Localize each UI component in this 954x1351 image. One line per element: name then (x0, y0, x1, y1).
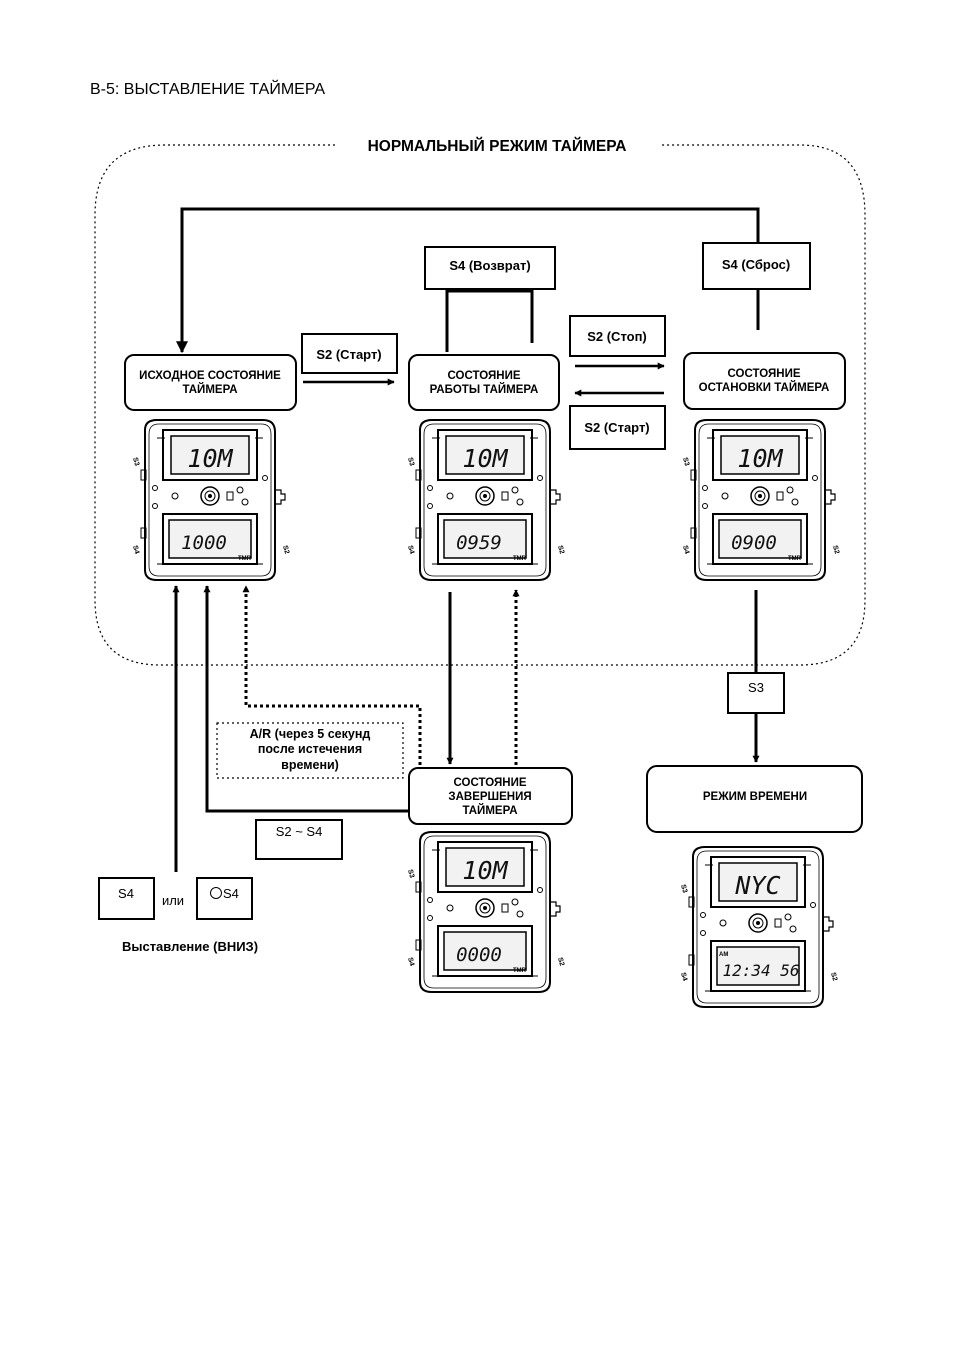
button-s2-start-1-label: S2 (Старт) (316, 347, 381, 362)
watch-finished-bottom-display: 0000 (456, 944, 502, 966)
state-stopped-line1: СОСТОЯНИЕ (727, 368, 800, 380)
or-label: или (162, 893, 184, 908)
button-s2-s4-label: S2 ~ S4 (276, 824, 323, 839)
button-s4-hold-label: S4 (223, 886, 239, 901)
watch-time-s2: S2 (829, 972, 838, 982)
ar-flow-arrow (242, 585, 422, 765)
watch-time-bottom-display: 12:34 56 (722, 961, 799, 980)
state-finished-line3: ТАЙМЕРА (462, 804, 517, 817)
watch-stopped-s2: S2 (831, 545, 840, 555)
button-s3-label: S3 (748, 680, 764, 695)
region-title: НОРМАЛЬНЫЙ РЕЖИМ ТАЙМЕРА (368, 137, 627, 155)
watch-running: 10M 0959 TMR S3 S4 S2 (406, 419, 565, 581)
button-s2-stop: S2 (Стоп) (569, 315, 666, 357)
watch-initial: 10M 1000 TMR S3 S4 S2 (131, 419, 290, 581)
button-s3: S3 (727, 672, 785, 714)
watch-initial-bottom-display: 1000 (181, 532, 227, 554)
watch-finished-top-display: 10M (462, 856, 508, 885)
page-title: B-5: ВЫСТАВЛЕНИЕ ТАЙМЕРА (90, 79, 325, 98)
watch-initial-s4: S4 (131, 545, 140, 555)
ar-note-line3: времени) (281, 758, 339, 772)
state-initial-line1: ИСХОДНОЕ СОСТОЯНИЕ (139, 370, 281, 382)
button-s4-reset: S4 (Сброс) (702, 242, 811, 290)
state-running: СОСТОЯНИЕ РАБОТЫ ТАЙМЕРА (408, 354, 560, 411)
watch-time-s4: S4 (679, 972, 688, 982)
state-time-mode-label: РЕЖИМ ВРЕМЕНИ (703, 791, 807, 803)
ar-note-line2: после истечения (258, 742, 362, 756)
watch-initial-s2: S2 (281, 545, 290, 555)
watch-time-s3: S3 (679, 884, 688, 894)
watch-stopped: 10M 0900 TMR S3 S4 S2 (681, 419, 840, 581)
watch-running-s4: S4 (406, 545, 415, 555)
button-s4-return: S4 (Возврат) (424, 246, 556, 290)
watch-stopped-s3: S3 (681, 457, 690, 467)
watch-finished-s4: S4 (406, 957, 415, 967)
return-loop-line (445, 289, 534, 352)
ar-note: A/R (через 5 секунд после истечения врем… (216, 722, 404, 779)
button-s2-start-2-label: S2 (Старт) (584, 420, 649, 435)
state-initial-line2: ТАЙМЕРА (182, 383, 237, 396)
watch-stopped-bottom-display: 0900 (731, 532, 777, 554)
watch-running-top-display: 10M (462, 444, 508, 473)
watch-finished-s3: S3 (406, 869, 415, 879)
ar-note-line1: A/R (через 5 секунд (250, 727, 371, 741)
watch-finished-tag: TMR (513, 968, 527, 974)
watch-running-tag: TMR (513, 556, 527, 562)
s2-s4-flow-arrow (203, 585, 409, 813)
button-s2-stop-label: S2 (Стоп) (587, 329, 647, 344)
state-stopped: СОСТОЯНИЕ ОСТАНОВКИ ТАЙМЕРА (683, 352, 846, 410)
button-s4-set-label: S4 (118, 886, 134, 901)
state-stopped-line2: ОСТАНОВКИ ТАЙМЕРА (699, 381, 830, 394)
watch-initial-top-display: 10M (187, 444, 233, 473)
watch-time-top-display: NYC (734, 871, 780, 900)
watch-running-s2: S2 (556, 545, 565, 555)
watch-stopped-top-display: 10M (737, 444, 783, 473)
button-s4-hold: S4 (196, 877, 253, 920)
state-finished-line1: СОСТОЯНИЕ (453, 777, 526, 789)
state-running-line2: РАБОТЫ ТАЙМЕРА (430, 383, 539, 396)
watch-stopped-tag: TMR (788, 556, 802, 562)
watch-running-s3: S3 (406, 457, 415, 467)
watch-running-bottom-display: 0959 (456, 532, 502, 554)
watch-stopped-s4: S4 (681, 545, 690, 555)
watch-initial-tag: TMR (238, 556, 252, 562)
normal-mode-region (94, 144, 866, 666)
button-s2-s4: S2 ~ S4 (255, 819, 343, 860)
state-initial: ИСХОДНОЕ СОСТОЯНИЕ ТАЙМЕРА (124, 354, 297, 411)
button-s4-set: S4 (98, 877, 155, 920)
state-running-line1: СОСТОЯНИЕ (447, 370, 520, 382)
button-s2-start-1: S2 (Старт) (301, 333, 398, 374)
watch-time-mode: NYC 12:34 56 AM S3 S4 S2 (679, 846, 838, 1008)
state-finished-line2: ЗАВЕРШЕНИЯ (448, 791, 531, 803)
watch-finished-s2: S2 (556, 957, 565, 967)
watch-time-tag: AM (719, 952, 728, 958)
setting-caption: Выставление (ВНИЗ) (122, 939, 258, 954)
state-time-mode: РЕЖИМ ВРЕМЕНИ (646, 765, 863, 833)
button-s4-return-label: S4 (Возврат) (449, 258, 530, 273)
watch-finished: 10M 0000 TMR S3 S4 S2 (406, 831, 565, 993)
button-s4-reset-label: S4 (Сброс) (722, 257, 790, 272)
watch-initial-s3: S3 (131, 457, 140, 467)
hold-circle-icon (210, 887, 222, 899)
button-s2-start-2: S2 (Старт) (569, 405, 666, 450)
state-finished: СОСТОЯНИЕ ЗАВЕРШЕНИЯ ТАЙМЕРА (408, 767, 573, 825)
